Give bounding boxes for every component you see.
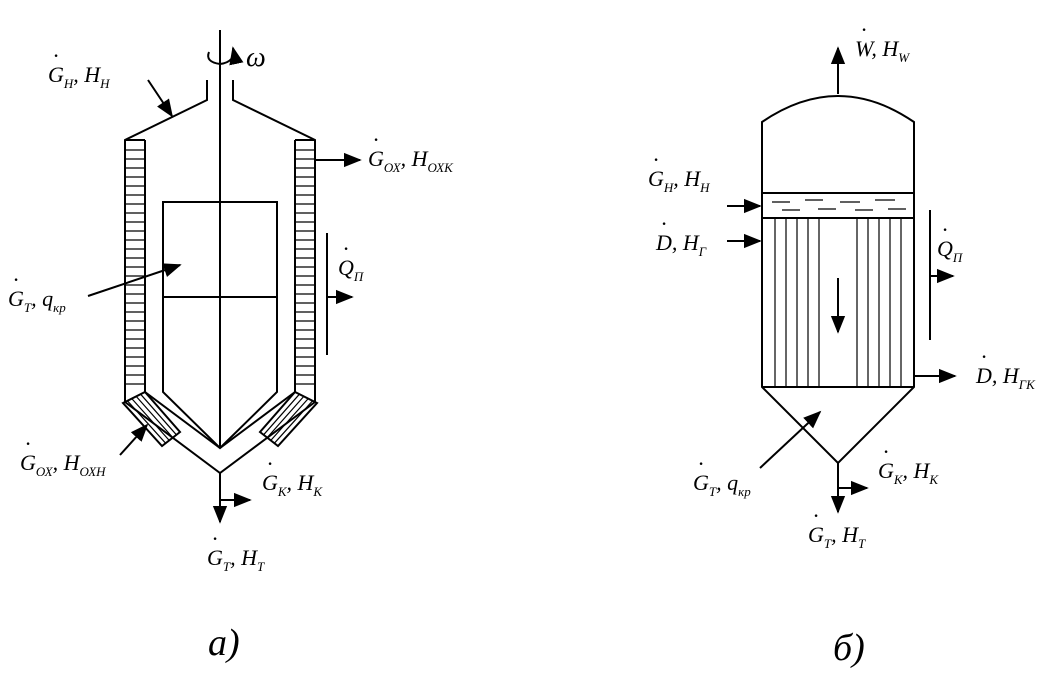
svg-text:GК, HК: GК, HК (262, 470, 323, 499)
heating-tubes (774, 218, 902, 387)
svg-text:D, HГ: D, HГ (655, 230, 707, 259)
label-solids-a: GТ, qкр · (8, 267, 66, 315)
svg-text:GТ, qкр: GТ, qкр (8, 286, 66, 315)
agitator-frame (162, 201, 278, 450)
svg-text:·: · (861, 17, 867, 42)
svg-text:QП: QП (937, 236, 964, 265)
feed-arrow (147, 79, 173, 118)
label-condensate-b: D, HГК · (975, 344, 1036, 392)
svg-text:GК, HК: GК, HК (878, 458, 939, 487)
svg-text:·: · (813, 503, 819, 528)
rotation-arrow (207, 46, 244, 66)
apparatus-b (727, 46, 957, 514)
label-vapour-b: W, HW · (855, 17, 910, 65)
svg-text:GТ, qкр: GТ, qкр (693, 470, 751, 499)
label-coolant-in-a: GОХ, HОХН · (20, 431, 106, 479)
svg-text:·: · (653, 147, 659, 172)
solids-arrow-b (759, 410, 822, 469)
svg-text:GОХ, HОХК: GОХ, HОХК (368, 146, 454, 175)
svg-text:·: · (883, 439, 889, 464)
label-feed-b: GН, HН · (648, 147, 710, 195)
svg-text:·: · (661, 211, 667, 236)
svg-text:GТ, HТ: GТ, HТ (808, 522, 866, 551)
caption-b: б) (833, 627, 865, 669)
svg-text:·: · (373, 127, 379, 152)
svg-text:·: · (343, 236, 349, 261)
label-concentrate-a: GК, HК · (262, 451, 323, 499)
liquid-surface (772, 199, 906, 211)
svg-text:·: · (25, 431, 31, 456)
svg-text:·: · (942, 217, 948, 242)
label-concentrate-b: GК, HК · (878, 439, 939, 487)
apparatus-a: ω (87, 30, 362, 524)
solids-arrow (87, 263, 182, 297)
label-product-a: GТ, HТ · (207, 526, 265, 574)
svg-text:·: · (981, 344, 987, 369)
svg-text:D, HГК: D, HГК (975, 363, 1036, 392)
jacket-hatching (125, 149, 315, 444)
label-product-b: GТ, HТ · (808, 503, 866, 551)
label-feed-a: GН, HН · (48, 43, 110, 91)
svg-text:GТ, HТ: GТ, HТ (207, 545, 265, 574)
svg-text:·: · (698, 451, 704, 476)
coolant-in-arrow (119, 423, 149, 456)
svg-text:·: · (212, 526, 218, 551)
svg-text:·: · (53, 43, 59, 68)
rotation-label: ω (246, 42, 266, 73)
svg-text:QП: QП (338, 255, 365, 284)
svg-text:GН, HН: GН, HН (48, 62, 110, 91)
vessel-shell (761, 95, 915, 465)
label-solids-b: GТ, qкр · (693, 451, 751, 499)
bottom-jacket-right (258, 390, 319, 448)
label-steam-b: D, HГ · (655, 211, 707, 259)
label-heat-loss-a: QП · (338, 236, 365, 284)
svg-text:W, HW: W, HW (855, 36, 910, 65)
caption-a: а) (208, 622, 240, 664)
svg-text:GОХ, HОХН: GОХ, HОХН (20, 450, 106, 479)
svg-text:GН, HН: GН, HН (648, 166, 710, 195)
bottom-jacket-left (121, 390, 182, 448)
label-heat-loss-b: QП · (937, 217, 964, 265)
svg-text:·: · (267, 451, 273, 476)
svg-text:·: · (13, 267, 19, 292)
label-coolant-out-a: GОХ, HОХК · (368, 127, 454, 175)
